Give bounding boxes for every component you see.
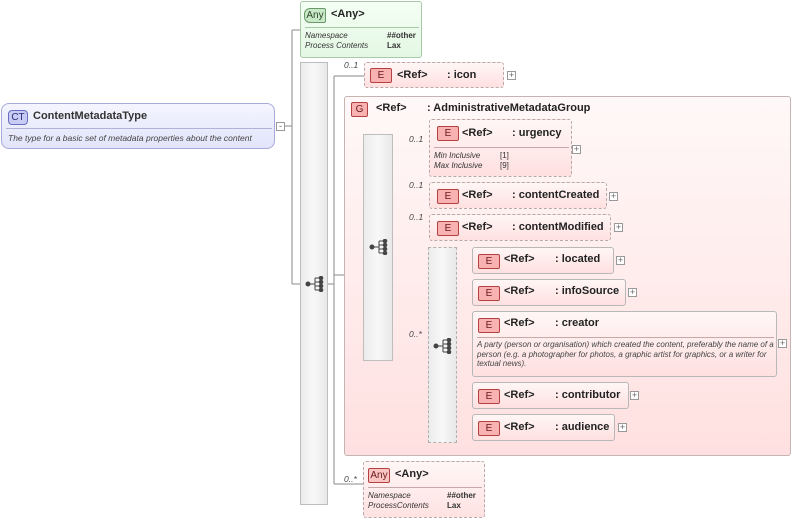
icon-element-ref: <Ref> [397, 69, 428, 81]
urgency-min-value: [1] [500, 151, 509, 160]
any-top-namespace-value: ##other [387, 31, 416, 40]
sequence-icon [305, 276, 324, 292]
icon-cardinality: 0..1 [344, 60, 359, 70]
any-top-badge: Any [304, 8, 326, 23]
audience-badge: E [478, 421, 500, 436]
located-name: : located [555, 253, 601, 265]
content-modified-name: : contentModified [512, 221, 604, 233]
contributor-badge: E [478, 389, 500, 404]
content-created-expand-icon[interactable]: + [609, 191, 618, 201]
sequence-icon [369, 239, 388, 255]
creator-expand-icon[interactable]: + [778, 338, 787, 348]
creator-badge: E [478, 318, 500, 333]
icon-expand-icon[interactable]: + [507, 70, 516, 80]
audience-element-box[interactable]: E <Ref> : audience [472, 414, 615, 441]
complex-type-separator [6, 128, 272, 129]
creator-description: A party (person or organisation) which c… [477, 340, 774, 368]
urgency-separator [434, 147, 569, 148]
any-bottom-process-key: ProcessContents [368, 501, 429, 510]
icon-element-box[interactable]: E <Ref> : icon [364, 62, 504, 88]
creator-ref: <Ref> [504, 317, 535, 329]
complex-type-box[interactable]: CT ContentMetadataType The type for a ba… [1, 103, 275, 149]
content-created-element-box[interactable]: E <Ref> : contentCreated [429, 182, 607, 209]
urgency-name: : urgency [512, 127, 562, 139]
any-top-label: <Any> [331, 8, 365, 20]
content-created-name: : contentCreated [512, 189, 600, 201]
urgency-ref: <Ref> [462, 127, 493, 139]
audience-expand-icon[interactable]: + [618, 422, 627, 432]
content-created-cardinality: 0..1 [409, 180, 424, 190]
audience-name: : audience [555, 421, 610, 433]
any-bottom-box[interactable]: Any <Any> Namespace ##other ProcessConte… [363, 461, 485, 518]
urgency-badge: E [437, 126, 459, 141]
icon-element-name: : icon [447, 69, 477, 81]
info-source-name: : infoSource [555, 285, 620, 297]
complex-type-name: ContentMetadataType [33, 110, 148, 122]
creator-element-box[interactable]: E <Ref> : creator A party (person or org… [472, 311, 777, 377]
content-created-ref: <Ref> [462, 189, 493, 201]
located-expand-icon[interactable]: + [616, 255, 625, 265]
any-bottom-process-value: Lax [447, 501, 461, 510]
located-badge: E [478, 254, 500, 269]
any-top-process-key: Process Contents [305, 41, 369, 50]
creator-separator [477, 337, 774, 338]
content-modified-badge: E [437, 221, 459, 236]
content-modified-expand-icon[interactable]: + [614, 222, 623, 232]
urgency-max-value: [9] [500, 161, 509, 170]
info-source-expand-icon[interactable]: + [628, 287, 637, 297]
complex-type-expand-icon[interactable]: - [276, 122, 285, 131]
any-top-separator [305, 27, 419, 28]
group-ref: <Ref> [376, 102, 407, 114]
contributor-name: : contributor [555, 389, 621, 401]
any-top-box[interactable]: Any <Any> Namespace ##other Process Cont… [300, 1, 422, 58]
complex-type-badge: CT [8, 110, 28, 125]
urgency-expand-icon[interactable]: + [572, 144, 581, 154]
info-source-element-box[interactable]: E <Ref> : infoSource [472, 279, 626, 306]
icon-element-badge: E [370, 68, 392, 83]
creator-name: : creator [555, 317, 600, 329]
content-modified-ref: <Ref> [462, 221, 493, 233]
content-modified-cardinality: 0..1 [409, 212, 424, 222]
contributor-ref: <Ref> [504, 389, 535, 401]
located-element-box[interactable]: E <Ref> : located [472, 247, 614, 274]
any-bottom-cardinality: 0..* [344, 474, 357, 484]
contributor-element-box[interactable]: E <Ref> : contributor [472, 382, 629, 409]
group-name: : AdministrativeMetadataGroup [427, 102, 591, 114]
info-source-badge: E [478, 286, 500, 301]
content-modified-element-box[interactable]: E <Ref> : contentModified [429, 214, 611, 241]
complex-type-description: The type for a basic set of metadata pro… [8, 133, 252, 143]
urgency-max-key: Max Inclusive [434, 161, 483, 170]
any-top-namespace-key: Namespace [305, 31, 348, 40]
info-source-ref: <Ref> [504, 285, 535, 297]
located-ref: <Ref> [504, 253, 535, 265]
audience-ref: <Ref> [504, 421, 535, 433]
choice-icon [433, 338, 452, 354]
choice-cardinality: 0..* [409, 329, 422, 339]
any-bottom-namespace-key: Namespace [368, 491, 411, 500]
content-created-badge: E [437, 189, 459, 204]
urgency-element-box[interactable]: E <Ref> : urgency Min Inclusive [1] Max … [429, 119, 572, 177]
any-top-process-value: Lax [387, 41, 401, 50]
group-badge: G [351, 102, 368, 117]
any-bottom-badge: Any [368, 468, 390, 483]
urgency-min-key: Min Inclusive [434, 151, 481, 160]
urgency-cardinality: 0..1 [409, 134, 424, 144]
any-bottom-namespace-value: ##other [447, 491, 476, 500]
contributor-expand-icon[interactable]: + [630, 390, 639, 400]
any-bottom-label: <Any> [395, 468, 429, 480]
any-bottom-separator [368, 487, 482, 488]
